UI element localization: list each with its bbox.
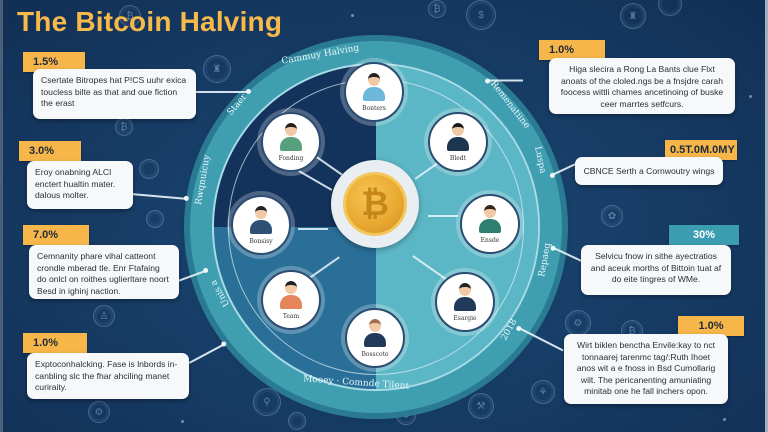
bg-coin-icon: ⚒ [468, 393, 494, 419]
person-icon [478, 204, 502, 235]
stat-badge: 30% [669, 225, 739, 245]
star-dot [723, 418, 726, 421]
callout-text: Csertate Bitropes hat P!CS uuhr exica to… [33, 69, 196, 119]
stat-badge: 7.0% [23, 225, 89, 245]
center-coin-holder: ₿ [331, 160, 419, 248]
stat-badge: 1.0% [23, 333, 87, 353]
person-icon [446, 122, 470, 153]
node-upper-left[interactable]: Fonding [261, 112, 321, 172]
meeting-icon [279, 280, 303, 311]
stat-badge: 1.0% [678, 316, 744, 336]
node-label: Team [282, 312, 300, 320]
stat-badge: 1.0% [539, 40, 605, 60]
callout-text: Wirt biklen benctha Envile:kay to nct to… [564, 334, 728, 404]
callout-text: CBNCE Serth a Cornwoutry wings [575, 157, 723, 185]
star-dot [181, 420, 184, 423]
person-icon [279, 122, 303, 153]
star-dot [351, 14, 354, 17]
page-title: The Bitcoin Halving [17, 6, 283, 37]
bitcoin-coin-icon: ₿ [343, 172, 407, 236]
callout-text: Exptoconhalcking. Fase is lnbords in-can… [27, 353, 189, 399]
node-bottom[interactable]: Bosscote [345, 308, 405, 368]
flow-arrow [298, 228, 328, 230]
node-lower-right[interactable]: Esargie [435, 272, 495, 332]
node-right[interactable]: Ensde [460, 194, 520, 254]
bg-coin-icon: ⚙ [565, 310, 591, 336]
node-label: Bledt [449, 154, 467, 162]
bg-coin-icon [139, 159, 159, 179]
node-left[interactable]: Bonsisy [231, 195, 291, 255]
connector-line [130, 193, 187, 200]
callout-text: Cemnanity phare vihal catteont crondle m… [29, 245, 179, 299]
group-icon [249, 205, 273, 236]
bg-coin-icon: ₿ [428, 0, 446, 18]
node-label: Bonters [362, 104, 386, 112]
bg-coin-icon: ⚘ [531, 380, 555, 404]
person-icon [362, 72, 386, 103]
bg-coin-icon: ₿ [115, 118, 133, 136]
flow-arrow [428, 215, 458, 217]
callout-text: Higa slecira a Rong La Bants clue Flxt a… [549, 58, 735, 114]
bg-coin-icon: ♙ [93, 305, 115, 327]
node-lower-left[interactable]: Team [261, 270, 321, 330]
bg-coin-icon [658, 0, 682, 16]
star-dot [749, 95, 752, 98]
node-top[interactable]: Bonters [344, 62, 404, 122]
bg-coin-icon: ⚙ [88, 401, 110, 423]
bg-coin-icon: ⚲ [253, 388, 281, 416]
person-icon [363, 318, 387, 349]
connector-line [179, 89, 251, 93]
connector-line [487, 80, 523, 82]
stat-badge: 0.5T.0M.0MY [665, 140, 737, 160]
bg-coin-icon: ♜ [620, 3, 646, 29]
bg-coin-icon [146, 210, 164, 228]
node-label: Ensde [480, 236, 500, 244]
callout-text: Eroy onabning ALCI enctert hualtin mater… [27, 161, 133, 209]
bg-coin-icon: ₿ [119, 5, 141, 27]
stat-badge: 1.5% [23, 52, 85, 72]
node-label: Fonding [278, 154, 304, 162]
node-label: Bosscote [361, 350, 389, 358]
node-label: Bonsisy [249, 237, 273, 245]
node-label: Esargie [453, 314, 477, 322]
node-upper-right[interactable]: Bledt [428, 112, 488, 172]
bg-coin-icon: ✿ [601, 205, 623, 227]
person-icon [453, 282, 477, 313]
bg-coin-icon [288, 412, 306, 430]
stat-badge: 3.0% [19, 141, 81, 161]
callout-text: Selvicu fnow in sithe ayectratios and ac… [581, 245, 731, 295]
bg-coin-icon: $ [466, 0, 496, 30]
